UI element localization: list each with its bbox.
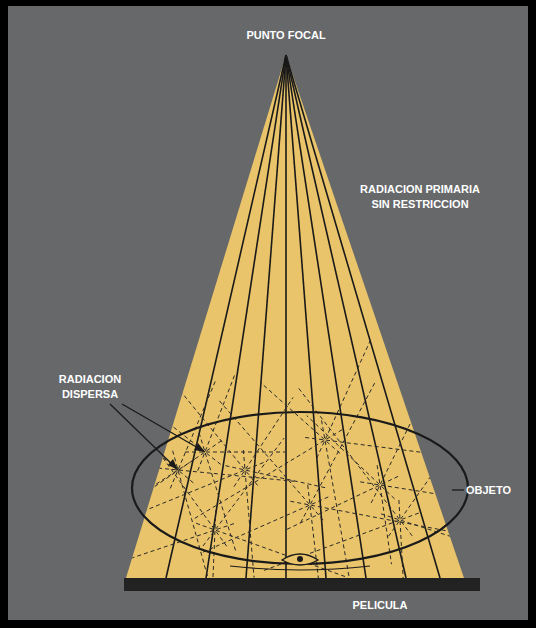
film <box>124 578 480 591</box>
scattered-ray <box>287 476 398 529</box>
beam-label: RADIACION PRIMARIA SIN RESTRICCION <box>360 182 480 212</box>
scattered-ray <box>60 459 195 546</box>
leader-line <box>452 489 464 490</box>
scattered-ray <box>301 383 375 523</box>
scattered-ray <box>260 382 340 453</box>
scattered-ray <box>193 430 342 520</box>
primary-beam <box>126 55 464 578</box>
scattered-ray <box>381 514 518 558</box>
scattered-ray <box>317 340 371 458</box>
object-base-line <box>230 566 370 570</box>
primary-rays <box>166 55 440 578</box>
detail-dot <box>297 556 303 562</box>
primary-ray <box>286 55 326 578</box>
background <box>8 6 528 620</box>
source-label: PUNTO FOCAL <box>236 28 336 43</box>
detail-structure <box>282 554 318 565</box>
scattered-rays <box>53 340 525 628</box>
scattered-ray <box>173 451 210 583</box>
primary-ray <box>286 55 406 578</box>
scattered-ray <box>203 438 284 546</box>
scattered-ray <box>360 482 525 508</box>
scatter-label: RADIACION DISPERSA <box>40 372 140 402</box>
scattered-ray <box>243 450 254 578</box>
scattered-ray <box>170 381 215 488</box>
object-label: OBJETO <box>466 483 526 498</box>
scattered-ray <box>208 510 216 628</box>
leader-arrowheads <box>168 443 205 470</box>
primary-ray <box>246 55 286 578</box>
arrowhead <box>194 443 205 452</box>
scattered-ray <box>234 397 293 486</box>
arrowhead <box>168 459 178 470</box>
scattered-ray <box>225 466 328 489</box>
scattered-ray <box>124 462 264 519</box>
scattered-ray <box>305 437 457 456</box>
film-label: PELICULA <box>330 598 430 613</box>
scattered-ray <box>203 497 328 552</box>
leader-line <box>110 404 178 470</box>
primary-ray <box>206 55 286 578</box>
scattered-ray <box>148 351 258 486</box>
scattered-ray <box>196 523 345 576</box>
scattered-ray <box>161 455 227 546</box>
leader-lines <box>110 404 464 490</box>
object-outline <box>132 412 468 564</box>
scattered-ray <box>185 452 285 453</box>
scattered-ray <box>298 387 413 536</box>
primary-ray <box>286 55 366 578</box>
primary-ray <box>285 55 287 578</box>
